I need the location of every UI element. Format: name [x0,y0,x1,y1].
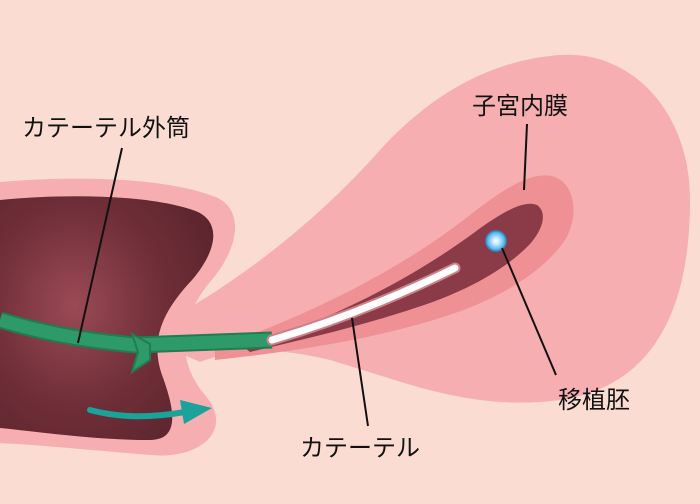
uterine-cavity [245,203,543,352]
label-outer-sheath: カテーテル外筒 [22,114,190,142]
catheter-fill [268,264,459,344]
catheter-outer-sheath-fill [0,313,273,352]
leader-endometrium [523,123,528,191]
uterus-outer [140,54,690,403]
leader-catheter [351,317,369,427]
cervix [0,196,214,440]
endometrium [215,175,574,360]
label-embryo: 移植胚 [558,386,630,414]
insertion-arrow-head [180,400,212,424]
label-catheter: カテーテル [300,434,420,462]
embryo [485,230,507,252]
leader-embryo [501,247,557,376]
leader-outer-sheath [77,147,123,344]
catheter-sheath-hub [130,331,151,375]
insertion-arrow [87,407,188,420]
label-endometrium: 子宮内膜 [472,92,568,120]
